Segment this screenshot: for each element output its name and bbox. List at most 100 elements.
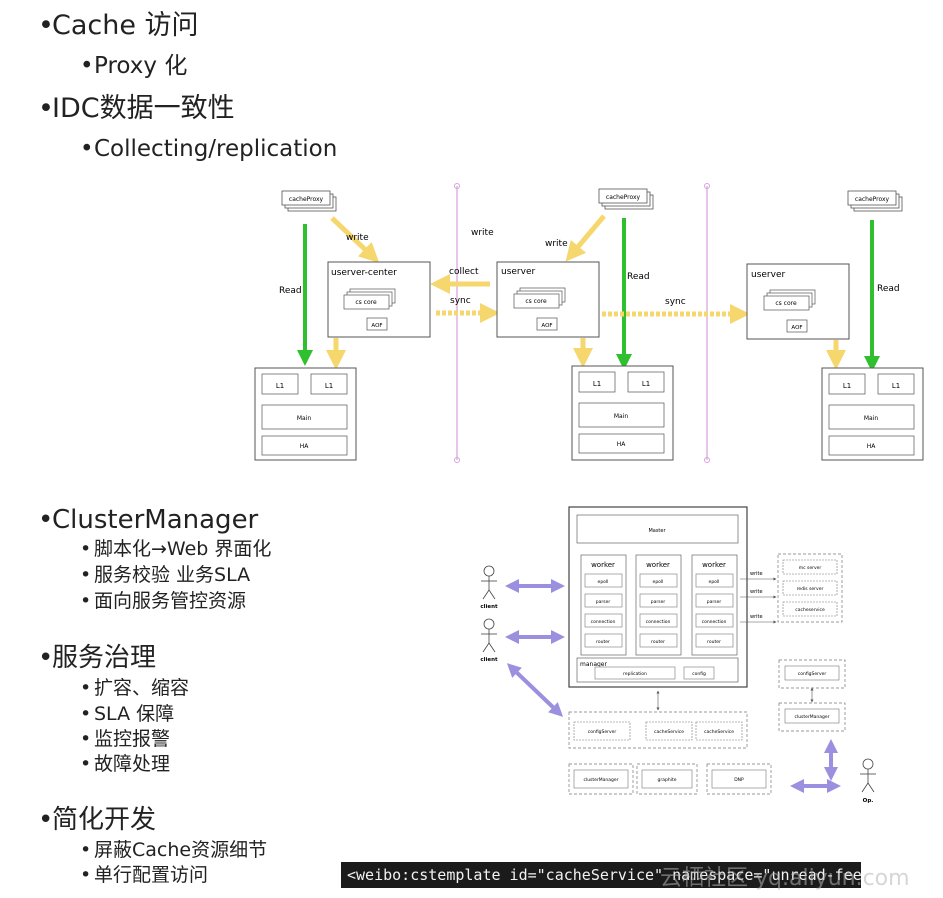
bullet-resource-control: •面向服务管控资源 bbox=[80, 590, 247, 612]
svg-text:cs core: cs core bbox=[355, 299, 377, 306]
svg-text:L1: L1 bbox=[325, 382, 333, 390]
proxy-2: cacheProxy bbox=[598, 188, 654, 210]
svg-text:write: write bbox=[750, 589, 763, 595]
client-figure-2: client bbox=[480, 618, 498, 663]
svg-text:L1: L1 bbox=[593, 380, 601, 388]
svg-text:client: client bbox=[480, 604, 498, 610]
watermark-text: 云栖社区 yq.aliyun.com bbox=[660, 866, 910, 891]
userver-box-2: userver cs core AOF bbox=[496, 261, 600, 338]
svg-text:Main: Main bbox=[614, 413, 629, 420]
svg-text:mc server: mc server bbox=[799, 565, 822, 571]
svg-text:epoll: epoll bbox=[709, 579, 720, 585]
bullet-cache-access: •Cache 访问 bbox=[38, 10, 199, 41]
svg-text:HA: HA bbox=[867, 443, 877, 450]
svg-text:L1: L1 bbox=[892, 382, 900, 390]
bullet-sla-guarantee: •SLA 保障 bbox=[80, 703, 175, 725]
replication-diagram: cacheProxy write Read userver-center cs … bbox=[254, 183, 924, 463]
svg-text:L1: L1 bbox=[276, 382, 284, 390]
code-snippet: <weibo:cstemplate id="cacheService" name… bbox=[341, 862, 861, 888]
svg-text:userver-center: userver-center bbox=[331, 268, 397, 278]
svg-text:connection: connection bbox=[646, 619, 671, 625]
bullet-cluster-manager: •ClusterManager bbox=[38, 505, 259, 535]
userver-center-box: userver-center cs core AOF bbox=[327, 261, 431, 338]
svg-text:AOF: AOF bbox=[791, 325, 802, 331]
write-label-mid: write bbox=[471, 228, 494, 238]
svg-text:DNP: DNP bbox=[734, 777, 744, 783]
cluster-manager-diagram: Master worker epoll parser connection ro… bbox=[480, 506, 876, 804]
svg-text:graphite: graphite bbox=[658, 777, 677, 783]
svg-text:parser: parser bbox=[707, 599, 722, 605]
svg-text:connection: connection bbox=[702, 619, 727, 625]
bullet-fault-handling: •故障处理 bbox=[80, 753, 171, 775]
svg-text:configServer: configServer bbox=[798, 671, 827, 677]
svg-text:AOF: AOF bbox=[541, 323, 552, 329]
svg-text:userver: userver bbox=[501, 267, 535, 277]
svg-text:clusterManager: clusterManager bbox=[794, 714, 829, 720]
svg-text:redis server: redis server bbox=[797, 586, 824, 592]
svg-text:cs core: cs core bbox=[775, 300, 797, 307]
write-label-1: write bbox=[346, 233, 369, 243]
read-label-2: Read bbox=[627, 272, 650, 282]
right-service-group bbox=[777, 553, 843, 623]
svg-text:Op.: Op. bbox=[863, 798, 874, 804]
bullet-monitoring: •监控报警 bbox=[80, 728, 171, 750]
svg-text:clusterManager: clusterManager bbox=[583, 777, 618, 783]
cache-cluster-1: L1 L1 Main HA bbox=[254, 367, 357, 461]
svg-text:parser: parser bbox=[651, 599, 666, 605]
svg-text:L1: L1 bbox=[642, 380, 650, 388]
write-label-2: write bbox=[545, 239, 568, 249]
bullet-idc-consistency: •IDC数据一致性 bbox=[38, 93, 235, 124]
svg-text:worker: worker bbox=[646, 561, 670, 569]
worker-1: worker epoll parser connection router bbox=[580, 554, 627, 656]
bullet-web-ui: •脚本化→Web 界面化 bbox=[80, 538, 272, 560]
bullet-simplify-dev: •简化开发 bbox=[38, 805, 157, 835]
cache-cluster-2: L1 L1 Main HA bbox=[571, 365, 674, 461]
bullet-scaling: •扩容、缩容 bbox=[80, 677, 190, 699]
svg-text:cacheService: cacheService bbox=[654, 729, 684, 735]
svg-text:epoll: epoll bbox=[653, 579, 664, 585]
svg-text:cacheProxy: cacheProxy bbox=[289, 196, 324, 203]
svg-text:client: client bbox=[480, 657, 498, 663]
svg-text:config: config bbox=[692, 671, 706, 677]
op-figure: Op. bbox=[860, 758, 876, 804]
svg-text:manager: manager bbox=[580, 661, 608, 668]
svg-text:AOF: AOF bbox=[371, 323, 382, 329]
manager-box: manager replication config bbox=[576, 657, 739, 683]
svg-text:router: router bbox=[651, 639, 665, 645]
master-box bbox=[576, 514, 739, 544]
bullet-collecting-replication: •Collecting/replication bbox=[80, 136, 338, 162]
svg-text:connection: connection bbox=[591, 619, 616, 625]
svg-text:cacheProxy: cacheProxy bbox=[606, 194, 641, 201]
svg-text:cacheservice: cacheservice bbox=[795, 607, 825, 613]
svg-text:parser: parser bbox=[596, 599, 611, 605]
svg-text:HA: HA bbox=[300, 443, 310, 450]
svg-text:L1: L1 bbox=[843, 382, 851, 390]
cache-cluster-3: L1 L1 Main HA bbox=[821, 367, 924, 461]
svg-text:replication: replication bbox=[623, 671, 647, 677]
proxy-3: cacheProxy bbox=[847, 190, 903, 212]
svg-text:write: write bbox=[750, 614, 763, 620]
userver-box-3: userver cs core AOF bbox=[746, 263, 850, 340]
svg-text:worker: worker bbox=[591, 561, 615, 569]
svg-text:router: router bbox=[596, 639, 610, 645]
sync-label-1: sync bbox=[450, 296, 471, 306]
collect-label: collect bbox=[449, 267, 479, 277]
proxy-1: cacheProxy bbox=[281, 190, 337, 212]
bullet-one-line-config: •单行配置访问 bbox=[80, 864, 209, 886]
sync-label-2: sync bbox=[665, 297, 686, 307]
read-label-3: Read bbox=[877, 284, 900, 294]
client-figure-1: client bbox=[480, 565, 498, 610]
worker-3: worker epoll parser connection router bbox=[691, 554, 738, 656]
svg-text:Master: Master bbox=[648, 528, 666, 534]
svg-text:worker: worker bbox=[702, 561, 726, 569]
svg-text:Main: Main bbox=[864, 415, 879, 422]
bullet-hide-cache-details: •屏蔽Cache资源细节 bbox=[80, 839, 268, 861]
svg-text:cs core: cs core bbox=[525, 298, 547, 305]
svg-text:userver: userver bbox=[751, 270, 785, 280]
svg-text:cacheProxy: cacheProxy bbox=[855, 196, 890, 203]
svg-text:router: router bbox=[707, 639, 721, 645]
bullet-service-governance: •服务治理 bbox=[38, 643, 157, 673]
svg-text:HA: HA bbox=[617, 441, 627, 448]
worker-2: worker epoll parser connection router bbox=[635, 554, 682, 656]
svg-text:Main: Main bbox=[297, 415, 312, 422]
